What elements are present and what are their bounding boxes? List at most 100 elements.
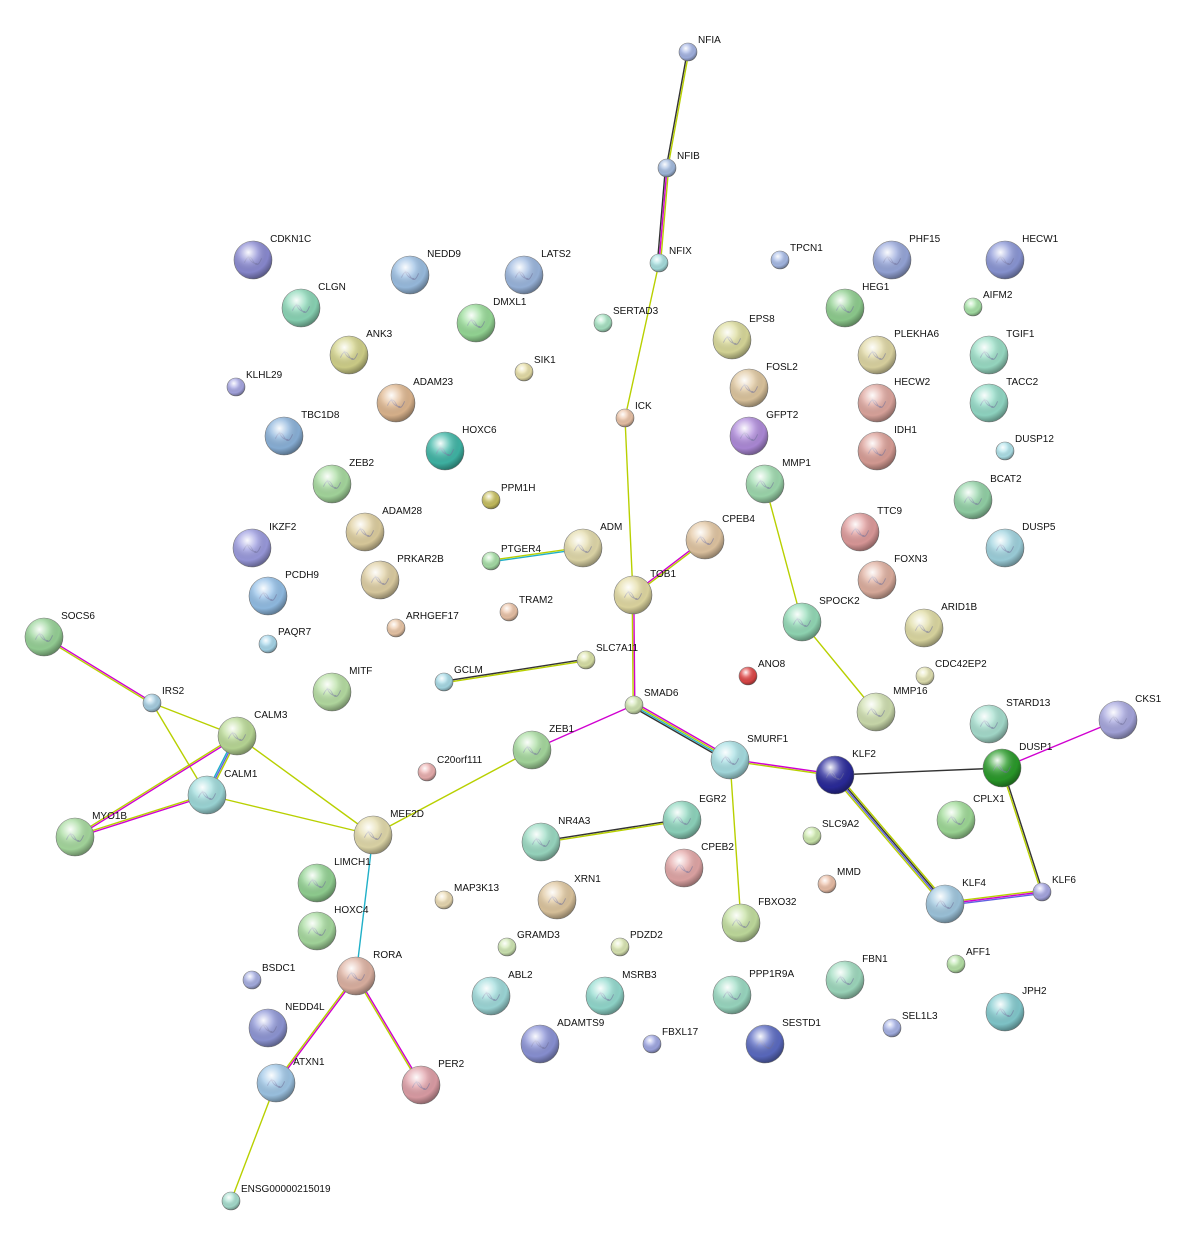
edge-nfia-nfib[interactable]	[665, 51, 690, 169]
node-jph2[interactable]: JPH2	[985, 986, 1047, 1032]
node-tbc1d8[interactable]: TBC1D8	[264, 410, 340, 456]
node-klf4[interactable]: KLF4	[925, 878, 986, 924]
node-tpcn1[interactable]: TPCN1	[770, 243, 823, 270]
node-cplx1[interactable]: CPLX1	[936, 794, 1005, 840]
node-bcat2[interactable]: BCAT2	[953, 474, 1022, 520]
edge-nfix-ick[interactable]	[624, 262, 660, 419]
node-calm1[interactable]: CALM1	[187, 769, 258, 815]
node-hoxc6[interactable]: HOXC6	[425, 425, 497, 471]
node-mef2d[interactable]: MEF2D	[353, 809, 424, 855]
node-ttc9[interactable]: TTC9	[840, 506, 903, 552]
node-gramd3[interactable]: GRAMD3	[497, 930, 560, 957]
node-hoxc4[interactable]: HOXC4	[297, 905, 369, 951]
node-zeb2[interactable]: ZEB2	[312, 458, 375, 504]
node-fbxo32[interactable]: FBXO32	[721, 897, 797, 943]
edge-calm3-mef2d[interactable]	[236, 735, 374, 836]
node-calm3[interactable]: CALM3	[217, 710, 288, 756]
edge-rora-atxn1[interactable]	[274, 974, 358, 1085]
node-clgn[interactable]: CLGN	[281, 282, 346, 328]
edge-spock2-mmp16[interactable]	[801, 621, 877, 713]
edge-rora-per2[interactable]	[354, 974, 423, 1087]
node-fbn1[interactable]: FBN1	[825, 954, 888, 1000]
node-nedd9[interactable]: NEDD9	[390, 249, 461, 295]
node-mmp16[interactable]: MMP16	[856, 686, 928, 732]
node-aff1[interactable]: AFF1	[946, 947, 991, 974]
node-aifm2[interactable]: AIFM2	[963, 290, 1013, 317]
node-cdkn1c[interactable]: CDKN1C	[233, 234, 311, 280]
node-prkar2b[interactable]: PRKAR2B	[360, 554, 444, 600]
node-plekha6[interactable]: PLEKHA6	[857, 329, 940, 375]
node-slc9a2[interactable]: SLC9A2	[802, 819, 860, 846]
node-klhl29[interactable]: KLHL29	[226, 370, 283, 397]
edge-calm1-myo1b[interactable]	[74, 793, 208, 839]
node-msrb3[interactable]: MSRB3	[585, 970, 657, 1016]
node-bsdc1[interactable]: BSDC1	[242, 963, 296, 990]
node-gclm[interactable]: GCLM	[434, 665, 483, 692]
node-pcdh9[interactable]: PCDH9	[248, 570, 319, 616]
node-fbxl17[interactable]: FBXL17	[642, 1027, 699, 1054]
node-eps8[interactable]: EPS8	[712, 314, 775, 360]
node-dusp1[interactable]: DUSP1	[982, 742, 1053, 788]
node-stard13[interactable]: STARD13	[969, 698, 1051, 744]
node-sik1[interactable]: SIK1	[514, 355, 556, 382]
node-irs2[interactable]: IRS2	[142, 686, 185, 713]
node-tgif1[interactable]: TGIF1	[969, 329, 1035, 375]
node-limch1[interactable]: LIMCH1	[297, 857, 371, 903]
node-cks1[interactable]: CKS1	[1098, 694, 1162, 740]
edge-mmp1-spock2[interactable]	[764, 483, 803, 623]
node-spock2[interactable]: SPOCK2	[782, 596, 860, 642]
edge-zeb1-mef2d[interactable]	[372, 749, 533, 836]
node-tacc2[interactable]: TACC2	[969, 377, 1039, 423]
node-arhgef17[interactable]: ARHGEF17	[386, 611, 459, 638]
node-mitf[interactable]: MITF	[312, 666, 372, 712]
node-sertad3[interactable]: SERTAD3	[593, 306, 659, 333]
edge-calm1-mef2d[interactable]	[206, 794, 374, 836]
node-dmxl1[interactable]: DMXL1	[456, 297, 527, 343]
node-xrn1[interactable]: XRN1	[537, 874, 601, 920]
node-arid1b[interactable]: ARID1B	[904, 602, 978, 648]
edge-ick-tob1[interactable]	[624, 417, 634, 596]
edge-calm3-myo1b[interactable]	[73, 734, 239, 839]
edge-nfib-nfix[interactable]	[656, 167, 670, 264]
node-phf15[interactable]: PHF15	[872, 234, 941, 280]
node-ppm1h[interactable]: PPM1H	[481, 483, 535, 510]
node-sel1l3[interactable]: SEL1L3	[882, 1011, 938, 1038]
node-zeb1[interactable]: ZEB1	[512, 724, 575, 770]
node-cpeb2[interactable]: CPEB2	[664, 842, 734, 888]
edge-dusp1-klf6[interactable]	[1000, 767, 1044, 893]
node-idh1[interactable]: IDH1	[857, 425, 917, 471]
node-dusp5[interactable]: DUSP5	[985, 522, 1056, 568]
node-smurf1[interactable]: SMURF1	[710, 734, 789, 780]
node-nfia[interactable]: NFIA	[678, 35, 721, 62]
node-atxn1[interactable]: ATXN1	[256, 1057, 325, 1103]
edge-atxn1-ensg00000215019[interactable]	[230, 1082, 277, 1202]
node-dusp12[interactable]: DUSP12	[995, 434, 1054, 461]
edge-dusp1-cks1[interactable]	[1001, 719, 1119, 769]
node-ano8[interactable]: ANO8	[738, 659, 786, 686]
node-ensg00000215019[interactable]: ENSG00000215019	[221, 1184, 331, 1211]
node-egr2[interactable]: EGR2	[662, 794, 727, 840]
node-nedd4l[interactable]: NEDD4L	[248, 1002, 325, 1048]
node-cpeb4[interactable]: CPEB4	[685, 514, 755, 560]
node-nr4a3[interactable]: NR4A3	[521, 816, 591, 862]
edge-socs6-irs2[interactable]	[42, 635, 154, 705]
node-cdc42ep2[interactable]: CDC42EP2	[915, 659, 987, 686]
edge-nr4a3-egr2[interactable]	[540, 818, 683, 844]
node-ick[interactable]: ICK	[615, 401, 652, 428]
edge-klf2-dusp1[interactable]	[834, 767, 1003, 776]
node-mmd[interactable]: MMD	[817, 867, 861, 894]
node-klf2[interactable]: KLF2	[815, 749, 876, 795]
node-adm[interactable]: ADM	[563, 522, 622, 568]
node-sestd1[interactable]: SESTD1	[745, 1018, 821, 1064]
node-mmp1[interactable]: MMP1	[745, 458, 811, 504]
edge-mef2d-rora[interactable]	[355, 834, 374, 977]
node-abl2[interactable]: ABL2	[471, 970, 533, 1016]
node-myo1b[interactable]: MYO1B	[55, 811, 127, 857]
node-nfib[interactable]: NFIB	[657, 151, 700, 178]
node-rora[interactable]: RORA	[336, 950, 402, 996]
node-tram2[interactable]: TRAM2	[499, 595, 553, 622]
node-pdzd2[interactable]: PDZD2	[610, 930, 663, 957]
node-adam23[interactable]: ADAM23	[376, 377, 454, 423]
edge-klf2-klf4[interactable]	[832, 772, 948, 907]
node-hecw1[interactable]: HECW1	[985, 234, 1059, 280]
